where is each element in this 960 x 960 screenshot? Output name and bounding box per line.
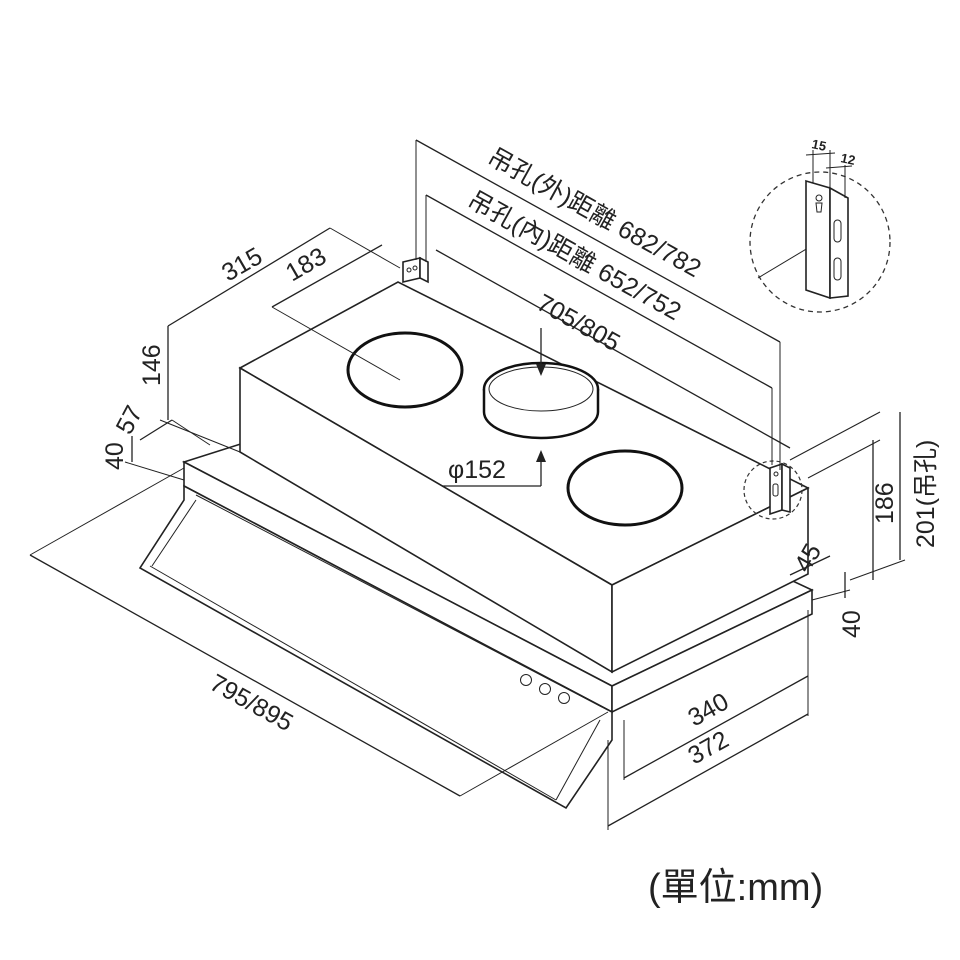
bracket-dim-15: 15 <box>810 136 827 154</box>
detail-callout-circle <box>743 460 803 520</box>
label-offset-57: 57 <box>111 401 149 439</box>
label-side-40: 40 <box>838 610 866 638</box>
bracket-right <box>769 462 791 516</box>
label-depth-340: 340 <box>683 688 733 733</box>
dimension-lines <box>29 139 906 830</box>
button-icon <box>539 683 551 695</box>
label-front-40: 40 <box>101 442 129 470</box>
label-duct-diameter: φ152 <box>448 456 506 484</box>
hood-drawing <box>138 256 814 810</box>
label-height-146: 146 <box>138 344 166 386</box>
unit-note: (單位:mm) <box>648 867 823 909</box>
canopy-side-lip <box>611 588 813 714</box>
label-top-length: 705/805 <box>532 289 625 357</box>
bracket-detail-inset: 15 12 <box>749 136 891 313</box>
vent-hole-right <box>566 449 684 527</box>
bracket-left <box>402 256 429 284</box>
label-height-186: 186 <box>871 482 899 524</box>
button-icon <box>558 692 570 704</box>
label-depth-372: 372 <box>683 726 733 771</box>
label-top-depth-inner: 183 <box>281 242 331 287</box>
label-height-201: 201(吊孔) <box>912 440 940 548</box>
button-icon <box>520 674 532 686</box>
control-buttons <box>520 674 570 704</box>
label-top-depth-outer: 315 <box>217 242 267 287</box>
vent-hole-left <box>346 331 464 409</box>
box-side <box>611 486 809 674</box>
bracket-dim-12: 12 <box>839 150 856 168</box>
duct-collar <box>482 361 600 440</box>
